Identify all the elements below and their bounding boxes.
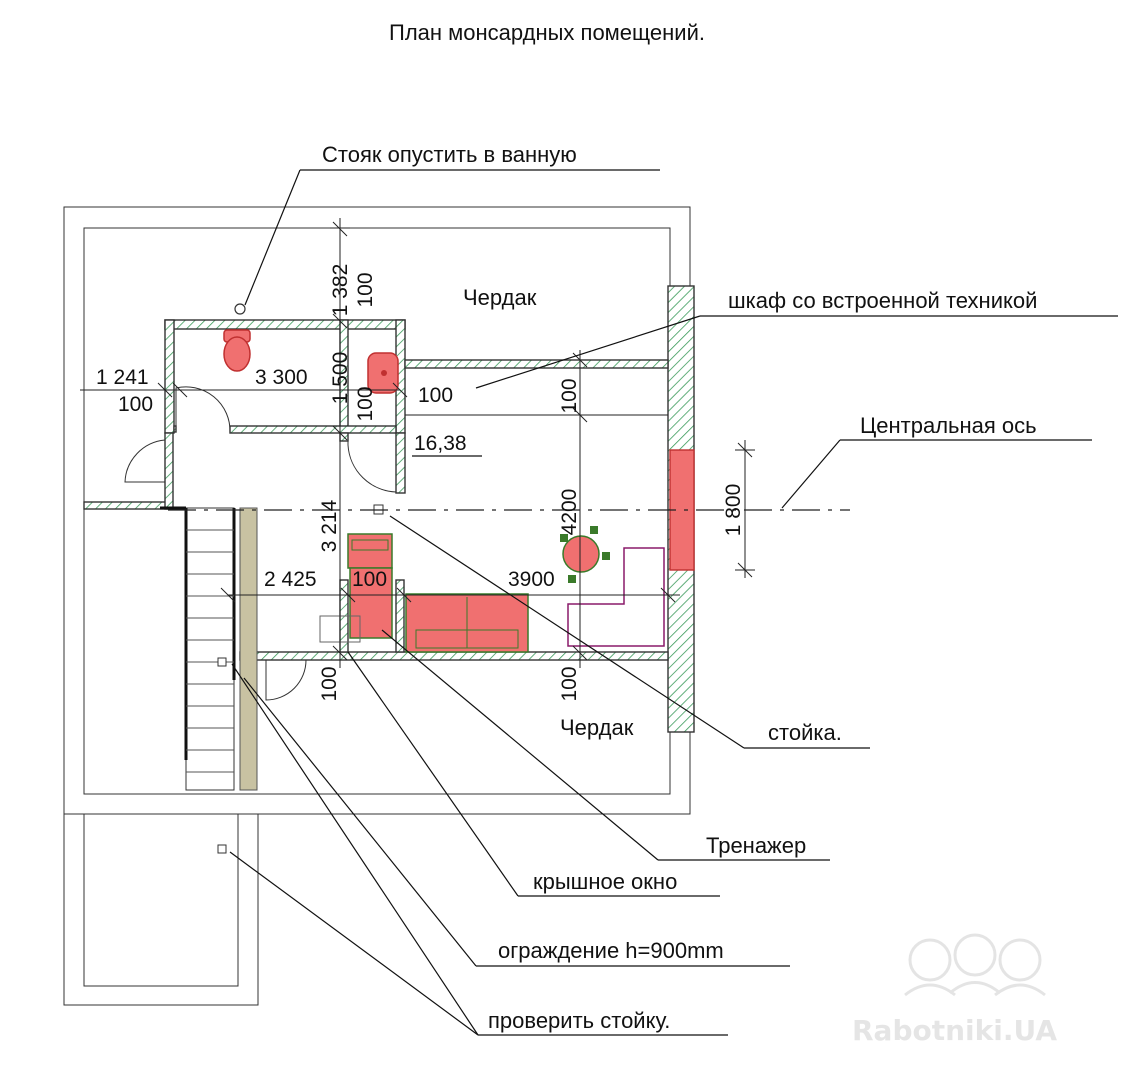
outer-walls [63,206,691,1006]
dim-100-mid: 100 [354,386,377,421]
dim-1241: 1 241 [96,366,149,389]
watermark: Rabotniki.UA [852,933,1057,1047]
dim-4200: 4200 [558,489,581,536]
dim-100-vert: 100 [558,378,581,413]
dim-1500: 1 500 [329,352,352,405]
room-label-attic-top: Чердак [463,285,537,310]
dim-3300: 3 300 [255,366,308,389]
railing [239,507,258,791]
dimension-lines [80,218,755,668]
staircase [160,506,236,791]
annotation-labels: Стояк опустить в ванную шкаф со встроенн… [322,142,1037,1033]
label-railing: ограждение h=900mm [498,938,724,963]
dim-100-top: 100 [354,272,377,307]
dim-100-right: 100 [418,384,453,407]
label-wardrobe: шкаф со встроенной техникой [728,288,1037,313]
bed-icon [347,533,393,639]
desk-outline [567,547,665,647]
room-area-label: 16,38 [414,432,467,455]
dim-1382: 1 382 [329,264,352,317]
dim-3214: 3 214 [318,499,341,552]
dim-100-left: 100 [118,393,153,416]
annotation-leaders [229,169,1118,1036]
dim-100-bottom1: 100 [318,666,341,701]
label-riser: Стояк опустить в ванную [322,142,577,167]
dim-100-bottom2: 100 [558,666,581,701]
label-post: стойка. [768,720,842,745]
chair-icon [560,526,610,583]
plan-title: План монсардных помещений. [389,20,705,45]
watermark-text: Rabotniki.UA [852,1014,1057,1047]
label-check-post: проверить стойку. [488,1008,670,1033]
dimension-labels: 1 382 100 1 241 100 3 300 1 500 100 100 … [96,264,745,702]
sink-icon [367,352,399,394]
toilet-icon [223,303,251,372]
door-swings [124,386,397,701]
room-label-attic-bottom: Чердак [560,715,634,740]
stair-steps [186,529,234,773]
dim-100-bed: 100 [352,568,387,591]
label-roof-window: крышное окно [533,869,677,894]
dim-1800: 1 800 [722,484,745,537]
sofa-icon [405,593,529,653]
watermark-workers-icon [904,933,1046,997]
label-central-axis: Центральная ось [860,413,1037,438]
label-trainer: Тренажер [706,833,806,858]
dim-2425: 2 425 [264,568,317,591]
dim-3900: 3900 [508,568,555,591]
